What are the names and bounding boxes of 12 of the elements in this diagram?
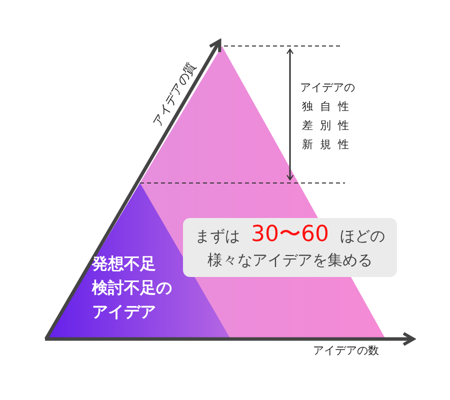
area-text: 検討不足の (92, 277, 172, 299)
callout-text: まずは 30〜60 ほどの (195, 223, 385, 248)
note-text: 新規性 (302, 138, 356, 152)
axis-label: アイデアの質 (150, 60, 199, 130)
callout-box (183, 218, 397, 277)
note-text: 差別性 (302, 119, 356, 132)
area-text: 発想不足 (92, 253, 157, 275)
note-text: アイデアの (300, 81, 355, 94)
note-text: 独自性 (302, 100, 356, 114)
axis-label: アイデアの数 (313, 344, 379, 358)
area-text: アイデア (92, 301, 157, 323)
callout-text: 様々なアイデアを集める (208, 250, 372, 271)
